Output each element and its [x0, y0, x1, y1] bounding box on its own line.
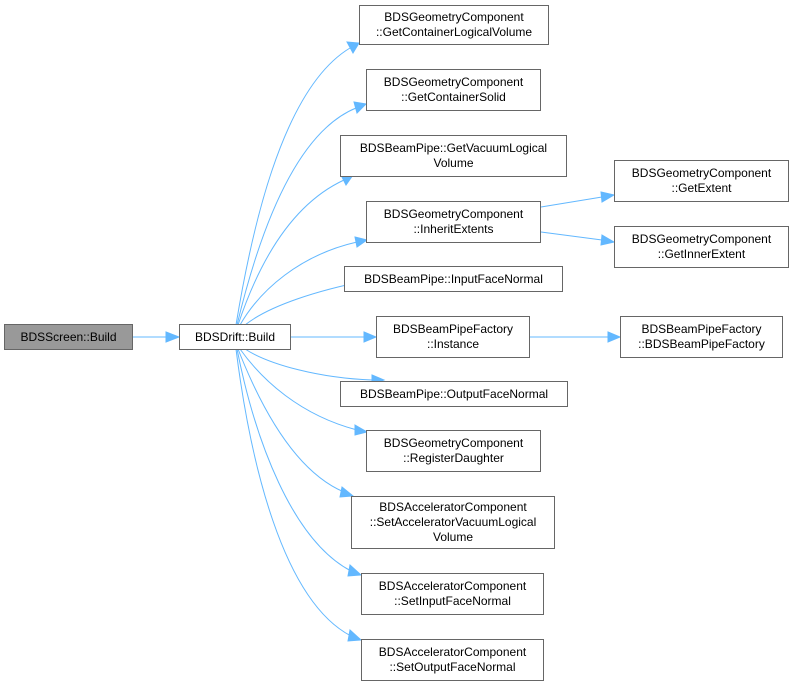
node-label-line2: ::GetExtent — [671, 181, 732, 195]
node-label-line1: BDSGeometryComponent — [383, 75, 524, 89]
node-label-line1: BDSGeometryComponent — [383, 207, 524, 221]
node-factory-constructor[interactable]: BDSBeamPipeFactory ::BDSBeamPipeFactory — [620, 316, 783, 358]
node-set-output-face-normal[interactable]: BDSAcceleratorComponent ::SetOutputFaceN… — [361, 639, 544, 681]
edge-arrowhead — [363, 331, 378, 343]
node-input-face-normal[interactable]: BDSBeamPipe::InputFaceNormal — [344, 266, 563, 292]
edge-inherit-to-get-extent — [540, 196, 603, 208]
node-bdsdrift-build[interactable]: BDSDrift::Build — [179, 324, 291, 350]
node-set-accelerator-vacuum-logical-volume[interactable]: BDSAcceleratorComponent ::SetAccelerator… — [351, 496, 555, 549]
edge-drift-to-output-face-normal — [244, 348, 373, 381]
node-label-line2: Volume — [433, 156, 474, 170]
node-label: BDSBeamPipe::OutputFaceNormal — [359, 386, 549, 401]
edge-drift-to-inherit-extents — [239, 241, 358, 326]
node-label-line2: ::RegisterDaughter — [403, 451, 504, 465]
node-label-line1: BDSBeamPipe::GetVacuumLogical — [359, 141, 548, 155]
node-label-line1: BDSAcceleratorComponent — [378, 645, 527, 659]
node-label-line1: BDSBeamPipeFactory — [641, 322, 762, 336]
edge-arrowhead — [346, 41, 360, 55]
node-label-line1: BDSGeometryComponent — [631, 232, 772, 246]
node-inherit-extents[interactable]: BDSGeometryComponent ::InheritExtents — [366, 201, 541, 243]
edge-arrowhead — [600, 234, 616, 246]
node-label-line1: BDSGeometryComponent — [631, 166, 772, 180]
edge-arrowhead — [607, 331, 622, 343]
node-label-line1: BDSAcceleratorComponent — [379, 500, 527, 514]
edge-inherit-to-get-inner-extent — [540, 231, 603, 241]
edge-arrowhead — [347, 564, 363, 577]
edge-arrowhead — [347, 629, 363, 642]
node-label-line1: BDSGeometryComponent — [383, 436, 524, 450]
edge-drift-to-set-output-fn — [235, 348, 352, 637]
node-label-line2: ::BDSBeamPipeFactory — [638, 337, 765, 351]
node-label-line3: Volume — [432, 530, 474, 544]
node-label-line2: ::SetOutputFaceNormal — [389, 660, 516, 674]
edge-arrowhead — [353, 101, 368, 114]
edge-arrowhead — [339, 486, 355, 498]
node-label-line1: BDSBeamPipeFactory — [392, 322, 514, 336]
edge-arrowhead — [354, 236, 369, 248]
node-register-daughter[interactable]: BDSGeometryComponent ::RegisterDaughter — [366, 430, 541, 472]
node-label-line2: ::InheritExtents — [413, 222, 494, 236]
node-label-line2: ::GetContainerSolid — [401, 90, 506, 104]
edge-arrowhead — [354, 424, 369, 436]
node-bdsscreen-build[interactable]: BDSScreen::Build — [4, 324, 133, 350]
node-label: BDSBeamPipe::InputFaceNormal — [364, 271, 543, 286]
node-set-input-face-normal[interactable]: BDSAcceleratorComponent ::SetInputFaceNo… — [361, 573, 544, 615]
edge-drift-to-get-container-solid — [236, 107, 357, 326]
node-label-line2: ::GetInnerExtent — [657, 247, 746, 261]
node-get-inner-extent[interactable]: BDSGeometryComponent ::GetInnerExtent — [614, 226, 789, 268]
node-label-line1: BDSGeometryComponent — [384, 10, 524, 24]
node-factory-instance[interactable]: BDSBeamPipeFactory ::Instance — [376, 316, 530, 358]
node-get-extent[interactable]: BDSGeometryComponent ::GetExtent — [614, 160, 789, 202]
node-get-vacuum-logical-volume[interactable]: BDSBeamPipe::GetVacuumLogical Volume — [340, 135, 567, 177]
node-output-face-normal[interactable]: BDSBeamPipe::OutputFaceNormal — [340, 381, 568, 407]
node-label-line2: ::GetContainerLogicalVolume — [375, 25, 533, 39]
edge-drift-to-set-input-fn — [236, 348, 352, 572]
node-label-line1: BDSAcceleratorComponent — [378, 579, 527, 593]
node-label-line2: ::Instance — [426, 337, 480, 351]
edge-arrowhead — [165, 331, 181, 343]
edge-drift-to-set-acc-vacuum-lv — [237, 348, 345, 493]
edge-drift-to-get-container-lv — [235, 47, 351, 326]
edge-drift-to-register-daughter — [239, 348, 358, 431]
edge-arrowhead — [600, 191, 616, 203]
node-label: BDSDrift::Build — [194, 329, 276, 344]
edge-drift-to-get-vacuum-lv — [237, 179, 345, 326]
node-get-container-logical-volume[interactable]: BDSGeometryComponent ::GetContainerLogic… — [359, 5, 549, 45]
node-get-container-solid[interactable]: BDSGeometryComponent ::GetContainerSolid — [366, 69, 541, 111]
node-label-line2: ::SetInputFaceNormal — [394, 594, 511, 608]
node-label-line2: ::SetAcceleratorVacuumLogical — [369, 515, 537, 529]
node-label: BDSScreen::Build — [20, 329, 117, 344]
